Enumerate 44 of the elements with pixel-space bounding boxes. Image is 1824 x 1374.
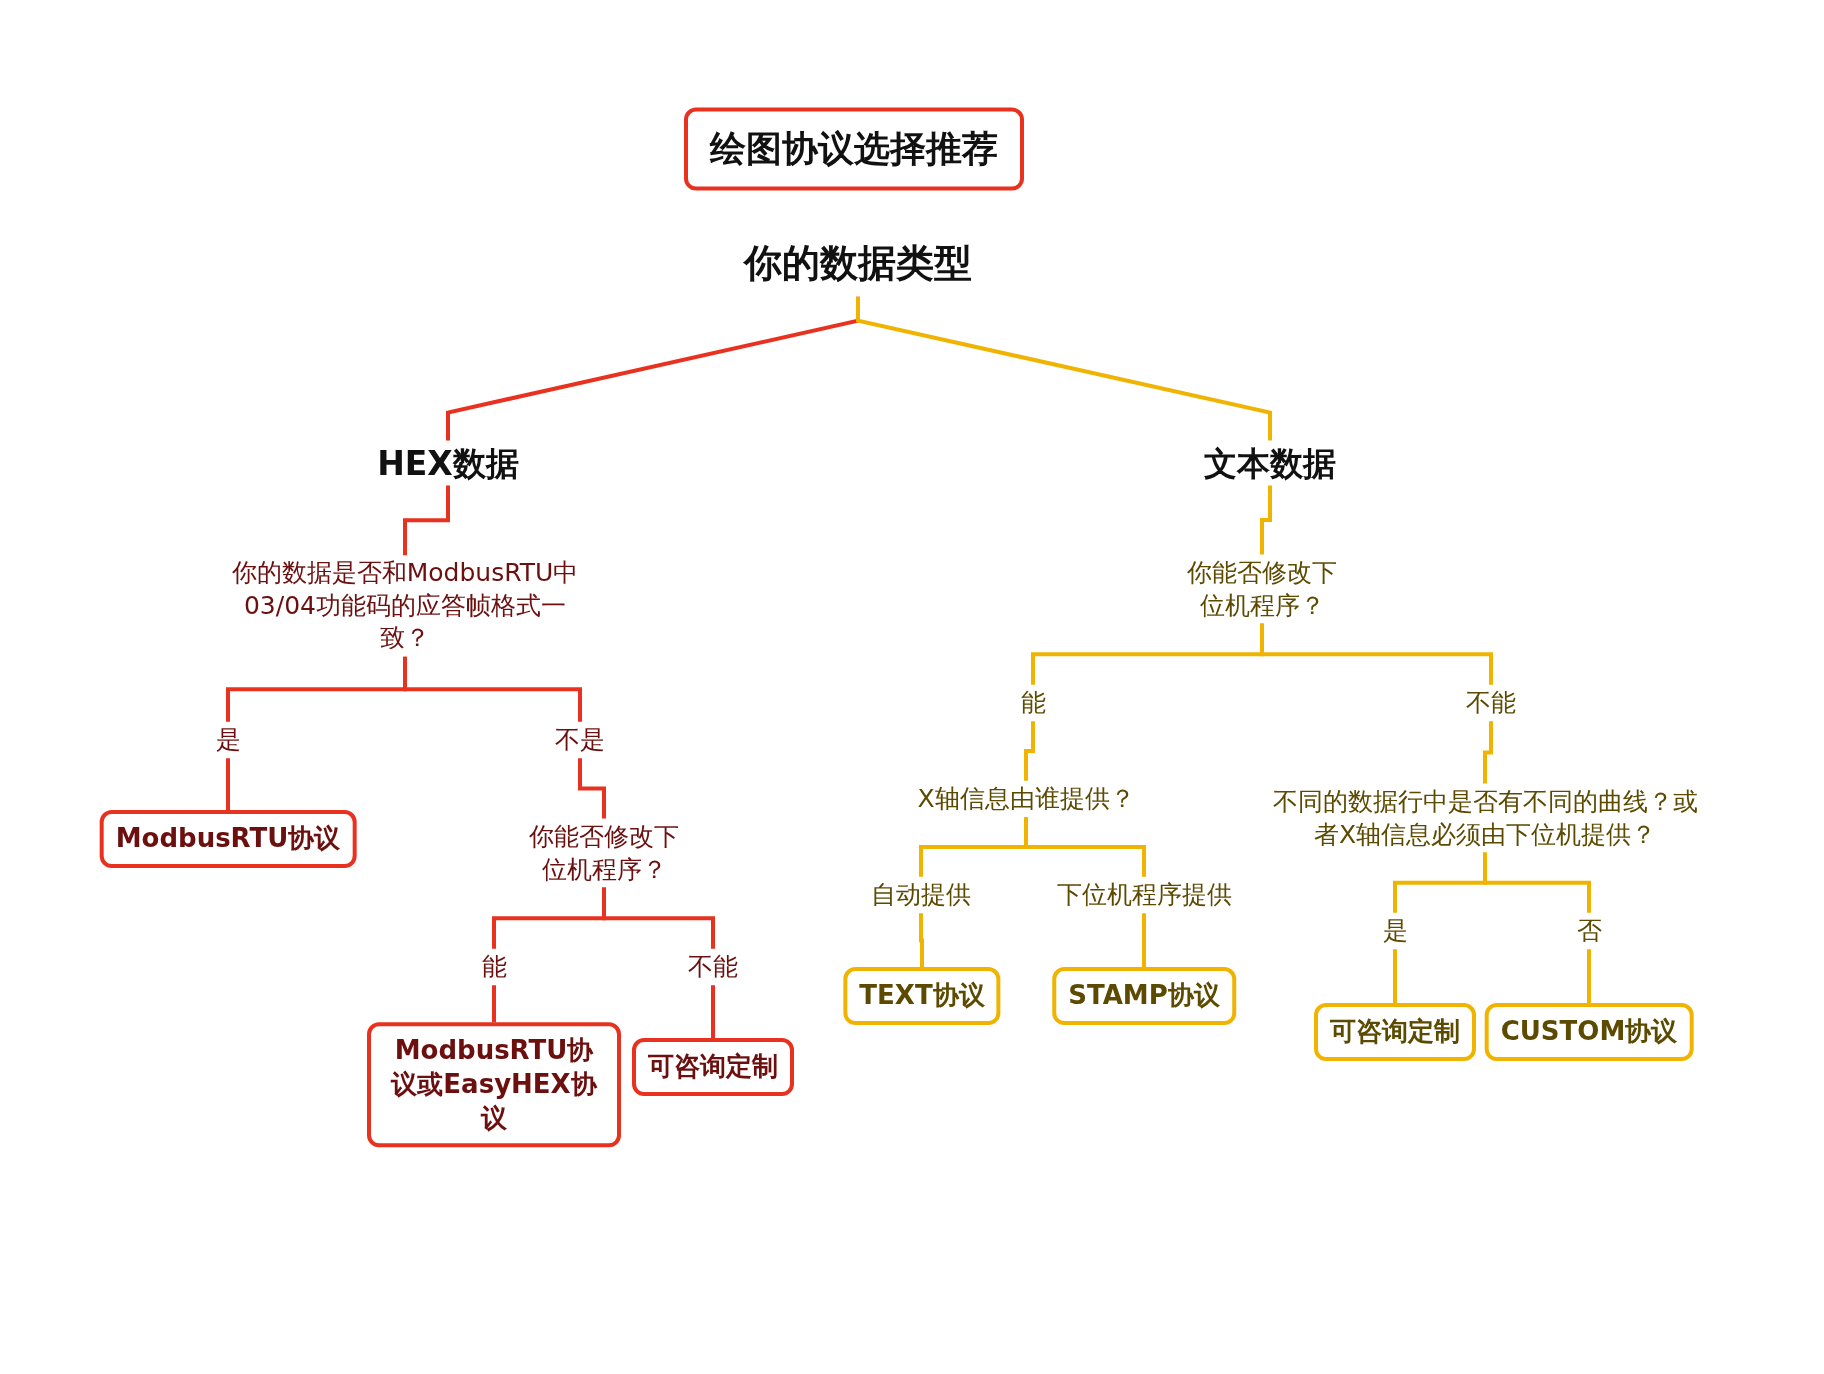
connector-line xyxy=(1024,817,1146,877)
connector-line xyxy=(919,913,924,968)
connector-line xyxy=(1260,485,1272,555)
result-box: ModbusRTU协议或EasyHEX协议 xyxy=(367,1022,621,1148)
connector-line xyxy=(403,485,450,556)
answer-label: 是 xyxy=(211,721,245,759)
connector-line xyxy=(1260,623,1493,685)
connector-line xyxy=(1483,852,1591,913)
answer-label: 自动提供 xyxy=(867,876,975,914)
result-box: STAMP协议 xyxy=(1052,967,1236,1025)
answer-label: 不是 xyxy=(551,721,609,759)
branch-heading: 文本数据 xyxy=(1204,442,1336,486)
connector-line xyxy=(226,758,230,811)
result-box: ModbusRTU协议 xyxy=(99,810,357,868)
connector-line xyxy=(1483,721,1493,784)
connector-line xyxy=(578,758,606,819)
answer-label: 能 xyxy=(1016,684,1050,722)
answer-label: 能 xyxy=(477,948,511,986)
result-box: TEXT协议 xyxy=(843,967,1001,1025)
question-text: 不同的数据行中是否有不同的曲线？或者X轴信息必须由下位机提供？ xyxy=(1265,783,1705,853)
answer-label: 是 xyxy=(1378,912,1412,950)
root-heading: 你的数据类型 xyxy=(744,239,972,289)
connector-line xyxy=(1587,949,1591,1004)
answer-label: 下位机程序提供 xyxy=(1052,876,1236,914)
answer-label: 否 xyxy=(1572,912,1606,950)
title-box: 绘图协议选择推荐 xyxy=(684,107,1024,191)
connector-line xyxy=(711,985,715,1039)
connector-line xyxy=(403,656,582,722)
question-text: 你能否修改下位机程序？ xyxy=(1182,554,1342,624)
question-text: 你的数据是否和ModbusRTU中03/04功能码的应答帧格式一致？ xyxy=(220,555,590,657)
question-text: 你能否修改下位机程序？ xyxy=(524,818,684,888)
answer-label: 不能 xyxy=(1462,684,1520,722)
answer-label: 不能 xyxy=(684,948,742,986)
question-text: X轴信息由谁提供？ xyxy=(913,780,1139,818)
result-box: 可咨询定制 xyxy=(1314,1003,1476,1061)
connector-line xyxy=(602,887,715,949)
connector-line xyxy=(492,985,496,1023)
result-box: CUSTOM协议 xyxy=(1484,1003,1694,1061)
connector-line xyxy=(1142,913,1146,968)
connector-line xyxy=(856,296,1272,441)
result-box: 可咨询定制 xyxy=(632,1038,794,1096)
branch-heading: HEX数据 xyxy=(377,442,519,486)
connector-line xyxy=(1393,949,1397,1004)
connector-line xyxy=(1024,721,1035,781)
